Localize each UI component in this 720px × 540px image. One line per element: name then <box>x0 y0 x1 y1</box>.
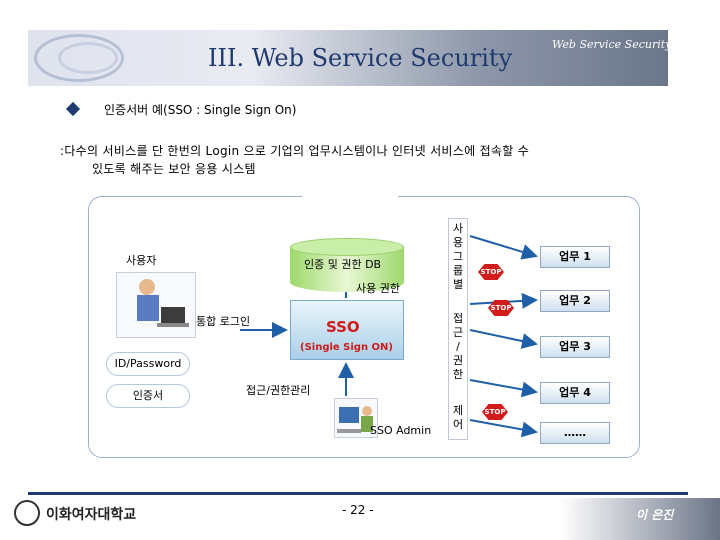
sso-title: SSO <box>326 318 360 336</box>
university-logo: 이화여자대학교 <box>46 507 137 523</box>
description-line-1: :다수의 서비스를 단 한번의 Login 으로 기업의 업무시스템이나 인터넷… <box>60 144 530 158</box>
stop-sign-icon: STOP <box>482 404 508 420</box>
sso-subtitle: (Single Sign ON) <box>300 342 393 353</box>
user-computer-icon <box>116 272 196 338</box>
arrow-to-task-1 <box>469 235 538 260</box>
university-seal-icon <box>14 500 40 526</box>
swirl-logo-icon <box>34 34 124 82</box>
task-box-2: 업무 2 <box>540 290 610 312</box>
stop-sign-icon: STOP <box>488 300 514 316</box>
vertical-group-label: 사 용 그 룹 별 <box>452 222 464 291</box>
footer-gradient <box>560 498 720 540</box>
arrow-to-more <box>469 419 538 438</box>
author-name: 이 은진 <box>636 508 674 522</box>
arrow-to-task-3 <box>469 329 538 349</box>
access-management-label: 접근/권한관리 <box>246 384 311 397</box>
id-password-pill: ID/Password <box>106 352 190 376</box>
swirl-inner-icon <box>58 42 118 74</box>
sso-admin-label: SSO Admin <box>370 424 432 437</box>
sso-box <box>290 300 404 360</box>
db-top <box>290 238 404 256</box>
bullet-heading: 인증서버 예(SSO : Single Sign On) <box>104 103 297 117</box>
task-box-more: …… <box>540 422 610 444</box>
header-tag: Web Service Security <box>552 38 672 51</box>
task-box-1: 업무 1 <box>540 246 610 268</box>
task-box-3: 업무 3 <box>540 336 610 358</box>
auth-db-cylinder <box>290 238 404 298</box>
user-label: 사용자 <box>126 254 157 267</box>
vertical-access-label: 접 근 / 권 한 <box>452 312 464 381</box>
integrated-login-label: 통합 로그인 <box>196 315 251 328</box>
page-number: - 22 - <box>342 503 374 517</box>
task-box-4: 업무 4 <box>540 382 610 404</box>
frame-gap <box>302 190 398 204</box>
user-rights-label: 사용 권한 <box>356 282 400 295</box>
vertical-control-label: 제 어 <box>452 404 464 431</box>
db-label: 인증 및 권한 DB <box>304 258 382 271</box>
description-line-2: 있도록 해주는 보안 응용 시스템 <box>92 162 256 176</box>
header-banner <box>28 30 668 86</box>
footer-divider <box>28 492 688 495</box>
certificate-pill: 인증서 <box>106 384 190 408</box>
arrow-to-task-4 <box>469 379 538 398</box>
admin-computer-icon <box>334 398 378 438</box>
stop-sign-icon: STOP <box>478 264 504 280</box>
control-column <box>448 218 468 440</box>
page-title: III. Web Service Security <box>208 44 513 72</box>
